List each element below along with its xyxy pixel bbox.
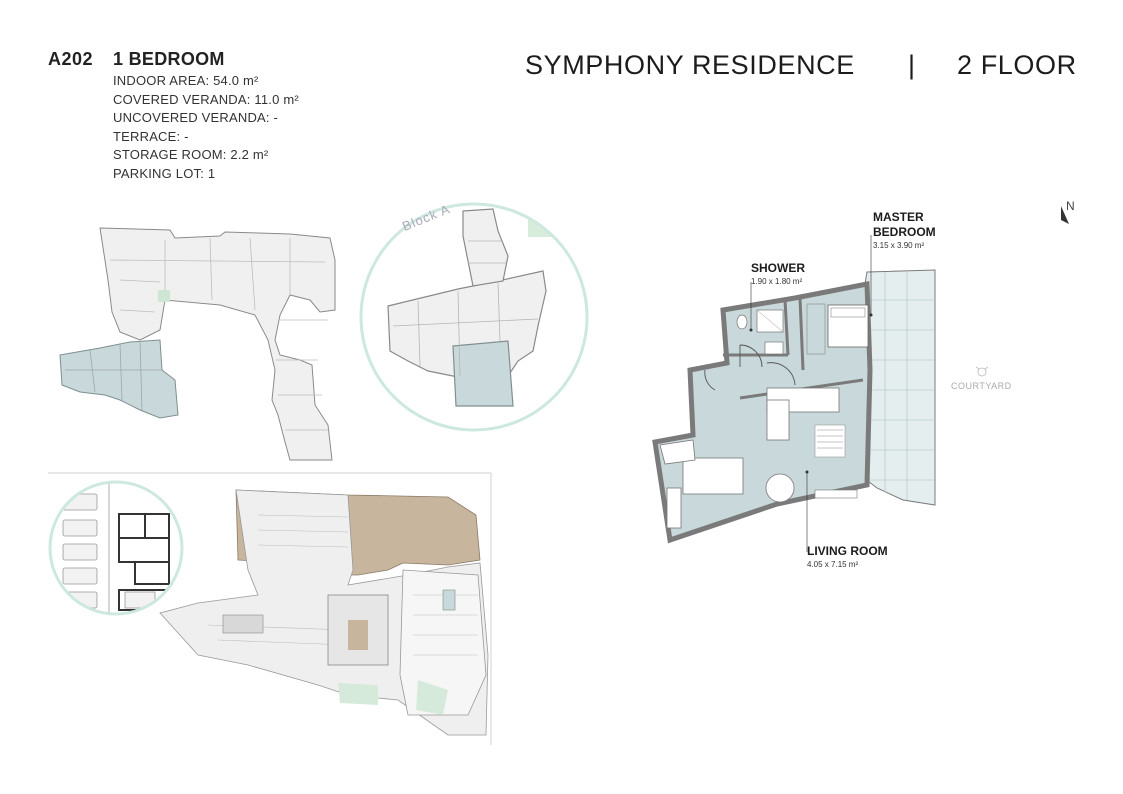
- living-room-label: LIVING ROOM: [807, 544, 888, 558]
- unit-code: A202: [48, 49, 94, 69]
- north-arrow-icon: [1061, 206, 1069, 224]
- master-bedroom-label-line2: BEDROOM: [873, 225, 936, 239]
- courtyard-icon: [975, 366, 989, 377]
- north-label: N: [1066, 199, 1075, 213]
- project-title: SYMPHONY RESIDENCE: [525, 50, 855, 80]
- floor-label: 2 FLOOR: [957, 50, 1077, 80]
- master-bedroom-label-line1: MASTER: [873, 210, 924, 224]
- shower-label: SHOWER: [751, 261, 805, 275]
- block-a-zoom-circle: [359, 202, 589, 432]
- living-room-dims: 4.05 x 7.15 m²: [807, 560, 859, 569]
- site-plan: [159, 489, 489, 736]
- courtyard-label: COURTYARD: [951, 381, 1012, 391]
- spec-indoor-area: INDOOR AREA: 54.0 m²: [113, 73, 259, 88]
- spec-parking-lot: PARKING LOT: 1: [113, 165, 216, 181]
- title-separator: |: [908, 50, 916, 80]
- parking-zoom-circle: [48, 480, 184, 616]
- master-bedroom-label: MASTER BEDROOM: [873, 210, 936, 240]
- spec-uncovered-veranda: UNCOVERED VERANDA: -: [113, 110, 279, 126]
- unit-type: 1 BEDROOM: [113, 49, 225, 69]
- master-bedroom-dims: 3.15 x 3.90 m²: [873, 241, 925, 250]
- unit-specs: INDOOR AREA: 54.0 m² COVERED VERANDA: 11…: [113, 72, 299, 184]
- building-key-plan: [59, 227, 336, 461]
- shower-dims: 1.90 x 1.80 m²: [751, 277, 803, 286]
- apartment-floor-plan: [652, 235, 936, 552]
- spec-terrace: TERRACE: -: [113, 128, 189, 144]
- spec-storage-room: STORAGE ROOM: 2.2 m²: [113, 147, 269, 163]
- spec-covered-veranda: COVERED VERANDA: 11.0 m²: [113, 91, 299, 107]
